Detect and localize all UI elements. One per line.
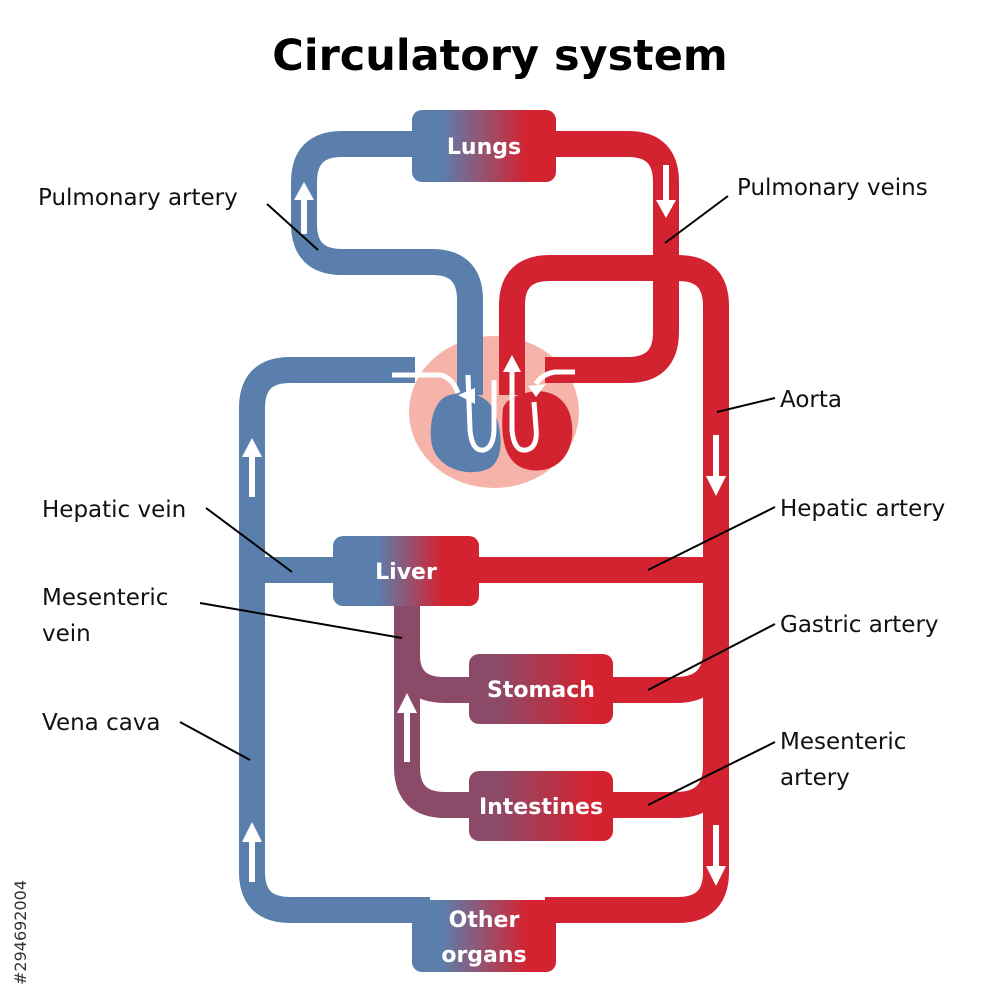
arrow-up-icon <box>242 438 262 457</box>
mesenteric-vein-vessel <box>394 590 480 818</box>
arrow-down-icon <box>706 866 726 886</box>
heart-flow-arrow-left <box>509 372 539 453</box>
label-mesenteric-artery-line1: Mesenteric <box>780 729 906 755</box>
leader-lines <box>179 195 776 806</box>
pulmonary-artery-vessel <box>291 131 483 395</box>
page-title: Circulatory system <box>272 31 727 81</box>
vena-cava-inflow-arrow <box>392 372 461 394</box>
organ-label: Liver <box>375 560 437 585</box>
labels: Pulmonary artery Pulmonary veins Aorta H… <box>38 175 945 791</box>
label-mesenteric-artery-line2: artery <box>780 765 850 791</box>
organ-liver: Liver <box>333 536 479 606</box>
pulmonary-inflow-arrow <box>533 369 575 386</box>
portal-vessels <box>394 590 480 818</box>
heart <box>392 355 575 473</box>
organ-stomach: Stomach <box>469 654 613 724</box>
mesenteric-artery-vessel <box>600 764 729 818</box>
label-gastric-artery: Gastric artery <box>780 612 939 638</box>
arrow-down-icon <box>706 476 726 496</box>
organ-label: Other <box>449 908 520 933</box>
flow-arrows <box>242 165 726 886</box>
label-vena-cava: Vena cava <box>42 710 161 736</box>
organ-label: Lungs <box>447 135 521 160</box>
gastric-artery-vessel <box>600 649 729 703</box>
vena-cava-vessel <box>239 357 430 923</box>
arrow-down-left-icon <box>528 384 546 397</box>
arrow-up-icon <box>397 693 417 713</box>
organ-other-organs: Other organs <box>412 900 556 972</box>
label-hepatic-artery: Hepatic artery <box>780 496 945 522</box>
heart-right-side <box>430 392 501 473</box>
label-pulmonary-veins: Pulmonary veins <box>737 175 928 201</box>
label-mesenteric-vein-line2: vein <box>42 621 91 647</box>
arrow-down-icon <box>656 200 676 218</box>
arrow-up-icon <box>294 182 314 200</box>
label-mesenteric-vein-line1: Mesenteric <box>42 585 168 611</box>
label-aorta: Aorta <box>780 387 842 413</box>
label-pulmonary-artery: Pulmonary artery <box>38 185 238 211</box>
stock-id: #294692004 <box>11 880 30 985</box>
arrow-up-icon <box>242 822 262 842</box>
arrow-right-icon <box>458 388 475 404</box>
organ-label: Intestines <box>479 795 603 820</box>
organ-label: organs <box>441 943 526 968</box>
aorta-vessel <box>499 255 729 923</box>
organ-label: Stomach <box>487 678 595 703</box>
label-hepatic-vein: Hepatic vein <box>42 497 186 523</box>
organ-intestines: Intestines <box>469 771 613 841</box>
stomach-vein-vessel <box>394 654 480 703</box>
heart-flow-arrow-right <box>465 374 497 453</box>
arrow-up-icon <box>503 355 521 372</box>
oxygenated-vessels <box>465 131 729 923</box>
organ-lungs: Lungs <box>412 110 556 182</box>
